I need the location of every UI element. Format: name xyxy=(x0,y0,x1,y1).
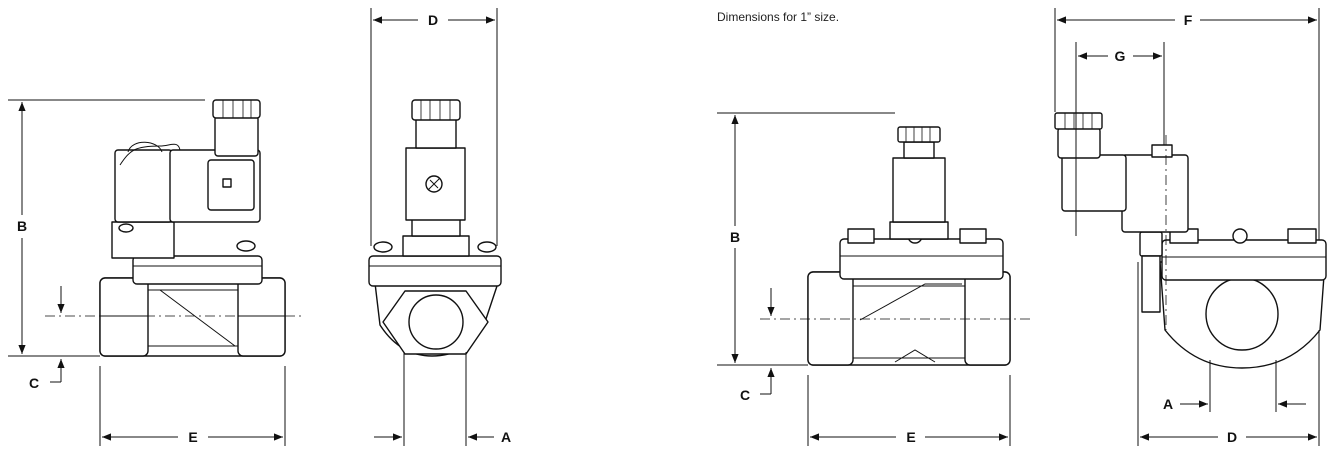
small-valve-side-view xyxy=(45,99,305,357)
dim-label-a-small: A xyxy=(501,429,511,445)
dim-label-d-small: D xyxy=(428,12,438,28)
dim-label-f: F xyxy=(1184,12,1193,28)
small-valve-front-view xyxy=(368,99,502,357)
large-valve-side-view xyxy=(760,126,1030,366)
dim-label-g: G xyxy=(1115,48,1126,64)
dim-label-e-small: E xyxy=(188,429,197,445)
large-valve-front-view xyxy=(1054,112,1327,369)
dim-label-c-large: C xyxy=(740,387,750,403)
dim-label-a-large: A xyxy=(1163,396,1173,412)
dimension-lines xyxy=(8,8,1320,446)
dim-label-d-large: D xyxy=(1227,429,1237,445)
dim-label-b-small: B xyxy=(17,218,27,234)
dim-label-e-large: E xyxy=(906,429,915,445)
dim-label-c-small: C xyxy=(29,375,39,391)
dimension-labels: B C E D A F G B C E A D xyxy=(17,12,1237,445)
dim-label-b-large: B xyxy=(730,229,740,245)
dimensions-note: Dimensions for 1” size. xyxy=(717,10,840,24)
